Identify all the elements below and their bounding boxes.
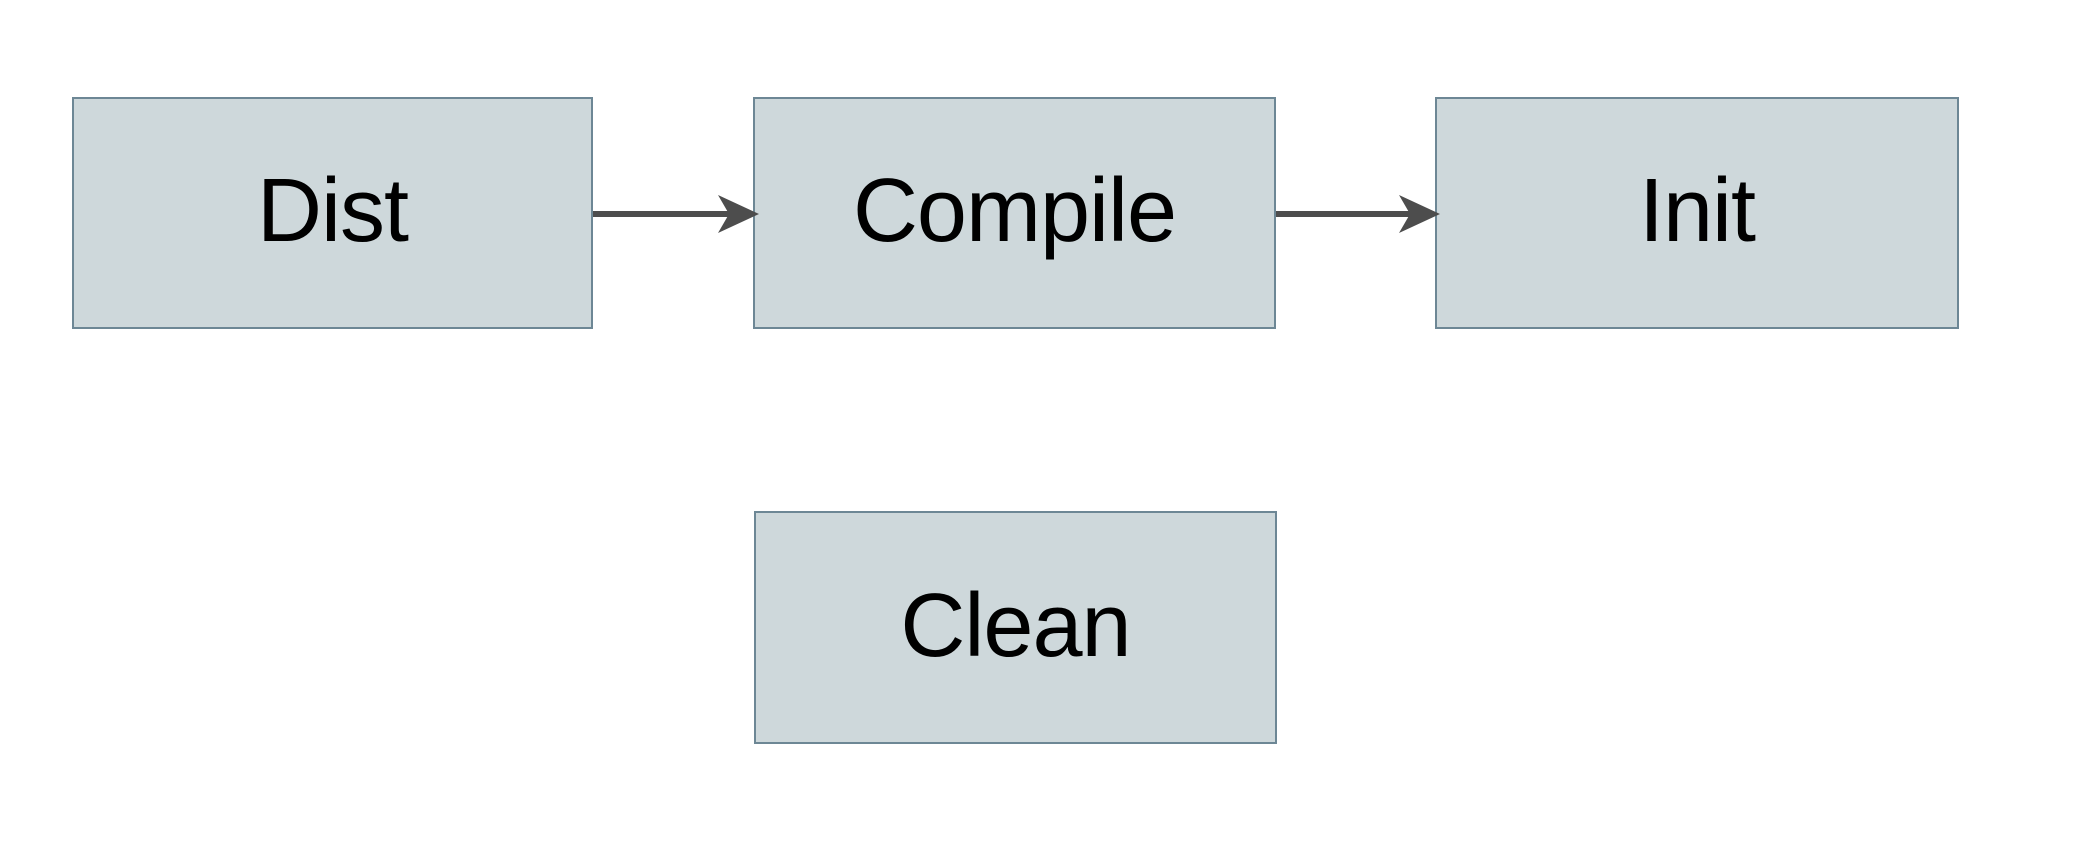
node-dist-label: Dist [257,161,409,261]
node-compile-label: Compile [852,161,1177,261]
edge-dist-to-compile[interactable] [593,193,759,235]
node-clean-label: Clean [900,575,1131,676]
node-dist[interactable]: Dist [72,97,593,329]
node-init[interactable]: Init [1435,97,1959,329]
node-clean[interactable]: Clean [754,511,1277,744]
node-compile[interactable]: Compile [753,97,1276,329]
arrowhead-icon [1399,195,1440,233]
edge-compile-to-init[interactable] [1276,193,1440,235]
arrowhead-icon [718,195,759,233]
node-init-label: Init [1638,161,1756,261]
